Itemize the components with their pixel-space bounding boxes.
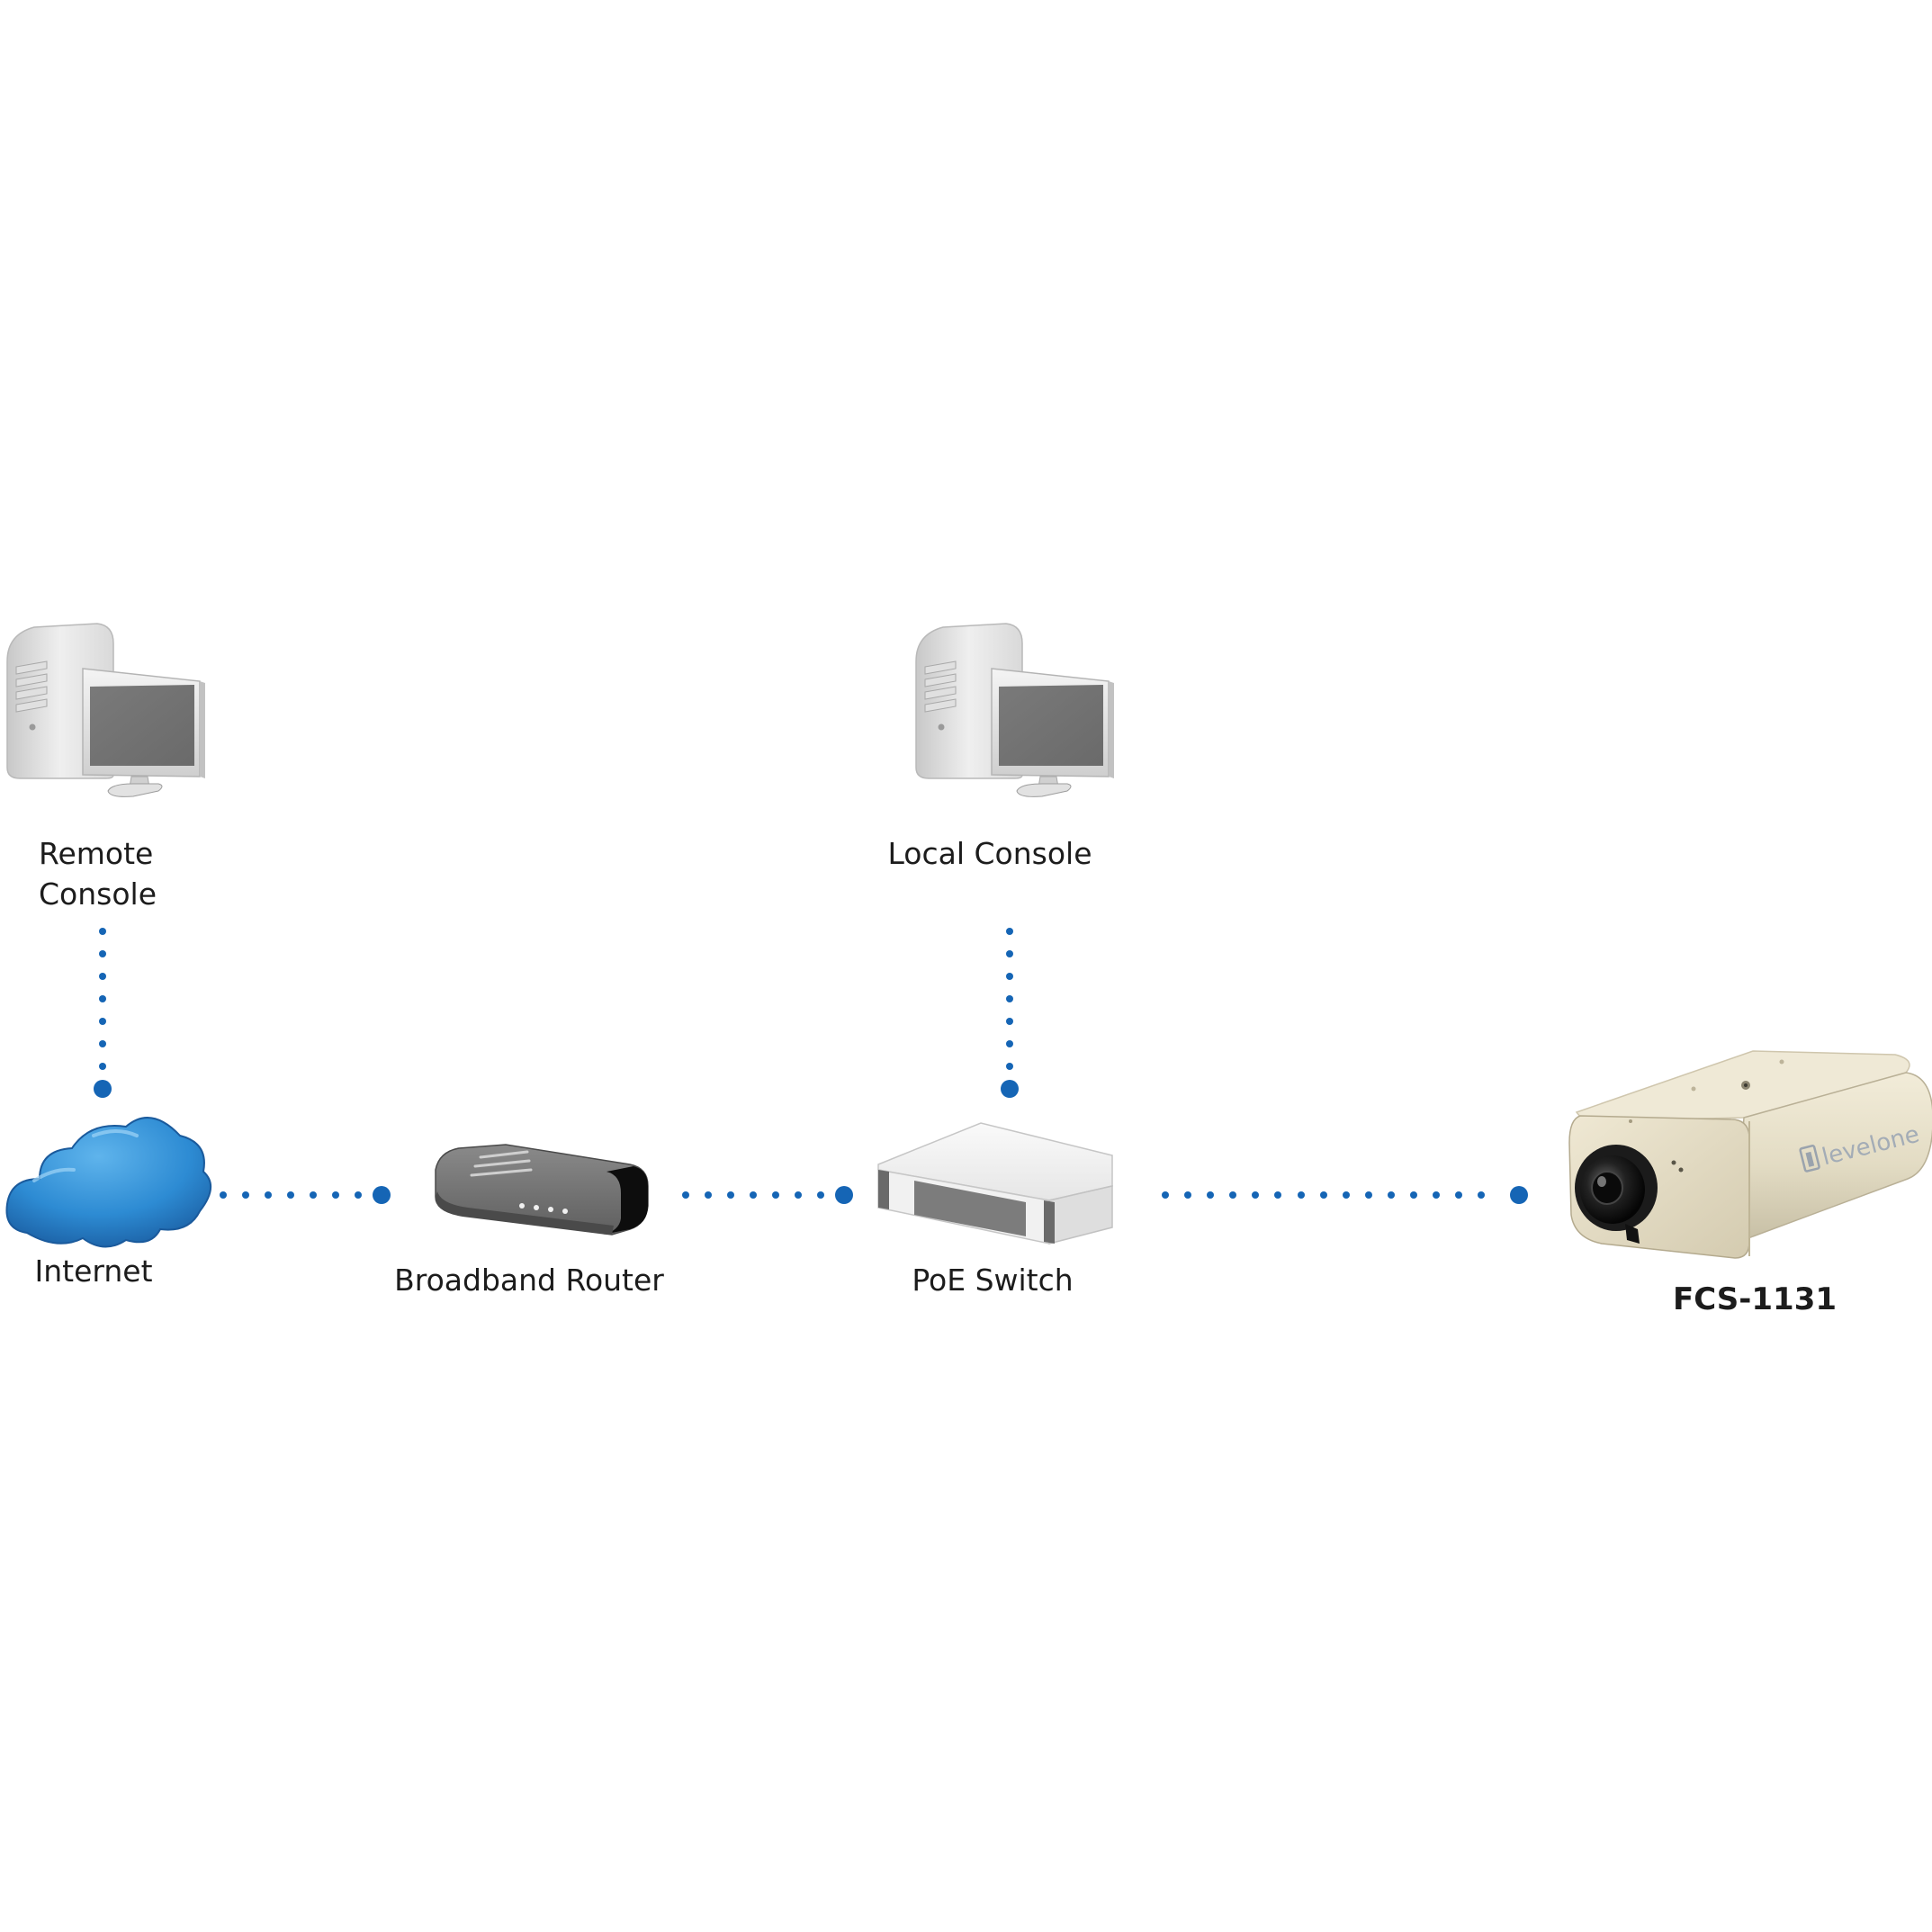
- local-console-computer-icon: [915, 623, 1114, 797]
- broadband-router-label: Broadband Router: [394, 1263, 664, 1298]
- internet-cloud-icon: [5, 1117, 211, 1248]
- connector-router-to-poe-switch: [682, 1186, 853, 1204]
- connector-internet-to-router: [220, 1186, 391, 1204]
- poe-switch-icon: [877, 1122, 1113, 1245]
- local-console-label: Local Console: [887, 836, 1092, 871]
- poe-switch-label: PoE Switch: [912, 1263, 1074, 1298]
- remote-console-label-line1: Remote: [39, 836, 154, 871]
- camera-model-label: FCS-1131: [1672, 1281, 1838, 1317]
- remote-console-computer-icon: [6, 623, 205, 797]
- connector-remote-console-to-internet: [94, 928, 112, 1098]
- connector-poe-switch-to-camera: [1162, 1186, 1528, 1204]
- remote-console-label-line2: Console: [39, 876, 157, 912]
- connector-local-console-to-poe-switch: [1001, 928, 1019, 1098]
- remote-console-label: Remote Console: [39, 833, 157, 914]
- broadband-router-icon: [435, 1144, 649, 1236]
- ip-camera-icon: levelone: [1568, 1050, 1932, 1259]
- internet-label: Internet: [34, 1254, 153, 1289]
